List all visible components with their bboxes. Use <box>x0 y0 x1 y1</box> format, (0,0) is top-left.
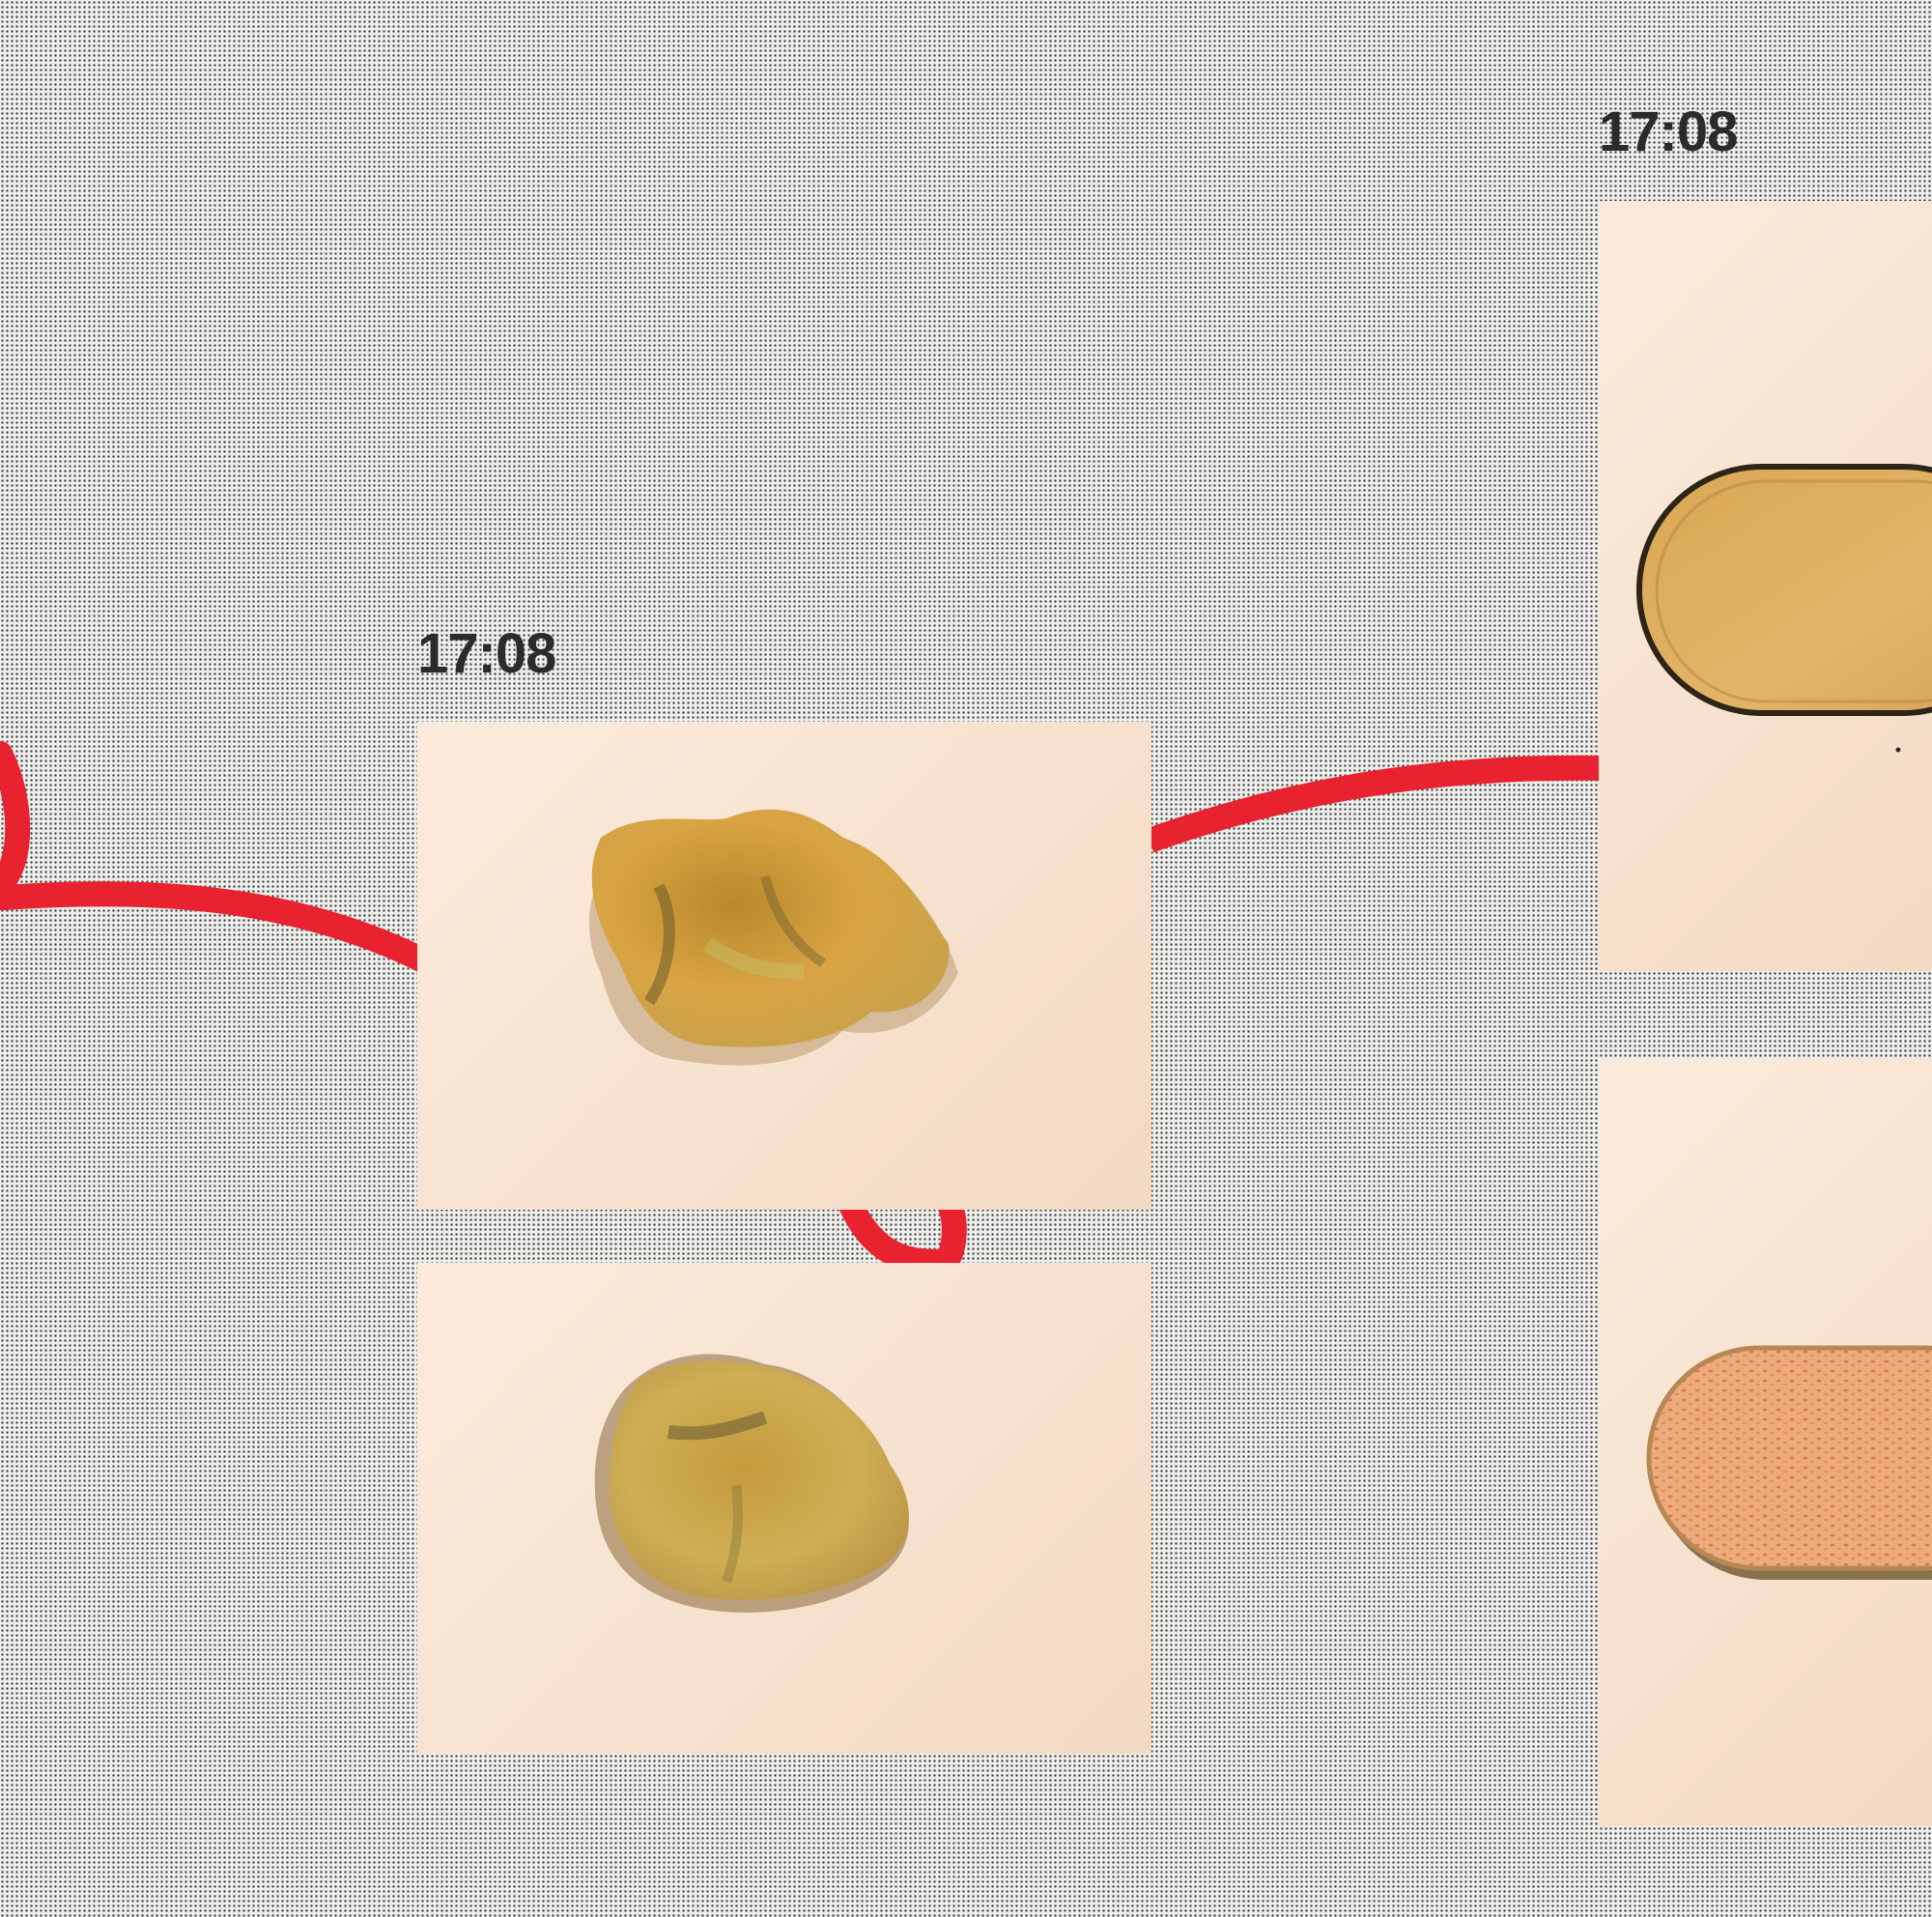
sole-shape <box>1646 1345 1932 1571</box>
sponge-body <box>609 1360 909 1600</box>
connector-curl-segment <box>838 1196 967 1274</box>
sponge-photo-bottom <box>417 1263 1151 1754</box>
sponge-body <box>591 809 950 1047</box>
sole-photo-bottom <box>1599 1058 1932 1826</box>
connector-left-segment <box>0 881 431 973</box>
sole-shape <box>1636 464 1932 716</box>
connector-middle-segment <box>1145 755 1605 853</box>
sole-photo-top <box>1599 201 1932 971</box>
timestamp-right: 17:08 <box>1599 100 1738 163</box>
sponge-photo-top <box>417 722 1151 1210</box>
connector-left-loop <box>0 741 31 901</box>
timestamp-left: 17:08 <box>417 622 556 685</box>
